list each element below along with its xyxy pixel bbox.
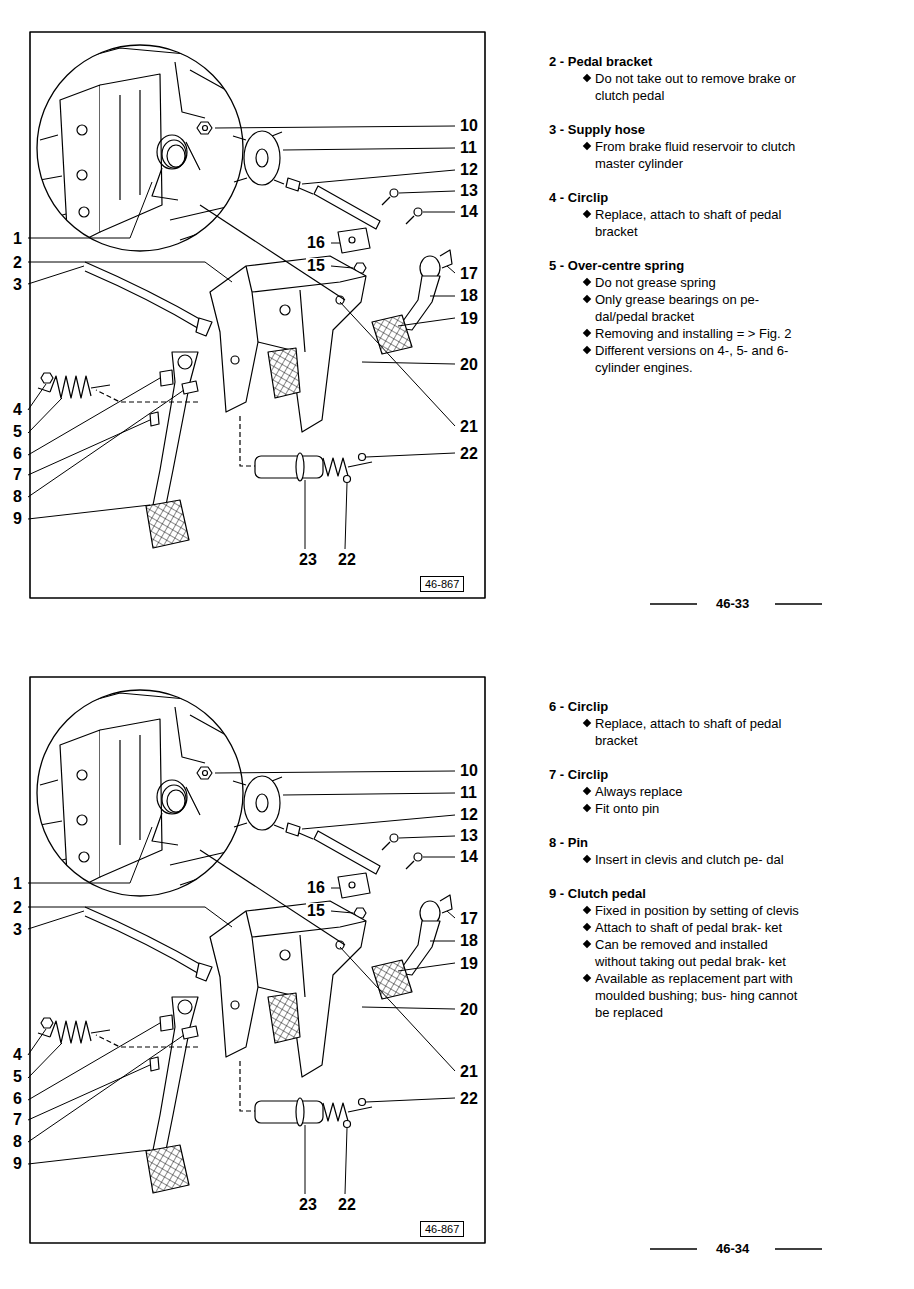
bullet-note: Fixed in position by setting of clevis <box>595 902 800 919</box>
item-heading: 5 - Over-centre spring <box>549 257 809 274</box>
callout-number: 7 <box>12 467 23 483</box>
callout-number: 1 <box>12 876 23 892</box>
callout-number: 2 <box>12 900 23 916</box>
callout-number: 13 <box>459 828 479 844</box>
callout-number: 3 <box>12 922 23 938</box>
callout-number: 1 <box>12 231 23 247</box>
callout-number: 20 <box>459 357 479 373</box>
callout-number: 11 <box>459 140 478 156</box>
callout-number: 4 <box>12 402 23 418</box>
callout-number: 22 <box>459 1091 479 1107</box>
bullet-note: Fit onto pin <box>595 800 800 817</box>
callout-number: 4 <box>12 1047 23 1063</box>
item-heading: 4 - Circlip <box>549 189 809 206</box>
callout-number: 5 <box>12 424 23 440</box>
bullet-note: Only grease bearings on pe- dal/pedal br… <box>595 291 800 325</box>
figure-two <box>28 677 485 1243</box>
item-heading: 3 - Supply hose <box>549 121 809 138</box>
callout-number: 7 <box>12 1112 23 1128</box>
callout-number: 21 <box>459 1064 479 1080</box>
bullet-note: Do not take out to remove brake or clutc… <box>595 70 800 104</box>
page-number: 46-33 <box>716 596 749 612</box>
bullet-note: Replace, attach to shaft of pedal bracke… <box>595 715 800 749</box>
callout-number: 12 <box>459 807 479 823</box>
figure-number-box: 46-867 <box>420 1221 464 1237</box>
bullet-note: From brake fluid reservoir to clutch mas… <box>595 138 800 172</box>
callout-number: 14 <box>459 204 479 220</box>
callout-number: 13 <box>459 183 479 199</box>
callout-number: 22 <box>337 552 357 568</box>
callout-number: 19 <box>459 311 479 327</box>
callout-number: 8 <box>12 489 23 505</box>
bullet-note: Removing and installing = > Fig. 2 <box>595 325 800 342</box>
callout-number: 6 <box>12 446 23 462</box>
bullet-note: Do not grease spring <box>595 274 800 291</box>
callout-number: 16 <box>306 235 326 251</box>
callout-number: 20 <box>459 1002 479 1018</box>
callout-number: 22 <box>337 1197 357 1213</box>
bullet-note: Insert in clevis and clutch pe- dal <box>595 851 800 868</box>
callout-number: 9 <box>12 1156 23 1172</box>
callout-number: 15 <box>306 258 326 274</box>
callout-number: 6 <box>12 1091 23 1107</box>
bullet-note: Always replace <box>595 783 800 800</box>
item-heading: 6 - Circlip <box>549 698 809 715</box>
callout-number: 18 <box>459 288 479 304</box>
bullet-note: Replace, attach to shaft of pedal bracke… <box>595 206 800 240</box>
callout-number: 17 <box>459 266 479 282</box>
figure-number: 46-867 <box>425 1222 459 1236</box>
callout-number: 3 <box>12 277 23 293</box>
callout-number: 18 <box>459 933 479 949</box>
callout-number: 11 <box>459 785 478 801</box>
callout-number: 10 <box>459 118 479 134</box>
callout-number: 23 <box>298 552 318 568</box>
callout-number: 14 <box>459 849 479 865</box>
bullet-note: Different versions on 4-, 5- and 6-cylin… <box>595 342 800 376</box>
figure-number: 46-867 <box>425 577 459 591</box>
callout-number: 8 <box>12 1134 23 1150</box>
page-number: 46-34 <box>716 1241 749 1257</box>
callout-number: 9 <box>12 511 23 527</box>
callout-number: 10 <box>459 763 479 779</box>
callout-number: 22 <box>459 446 479 462</box>
callout-number: 12 <box>459 162 479 178</box>
callout-number: 16 <box>306 880 326 896</box>
figure-one <box>28 32 485 598</box>
callout-number: 2 <box>12 255 23 271</box>
bullet-note: Can be removed and installed without tak… <box>595 936 800 970</box>
callout-number: 5 <box>12 1069 23 1085</box>
callout-number: 23 <box>298 1197 318 1213</box>
bullet-note: Attach to shaft of pedal brak- ket <box>595 919 800 936</box>
item-heading: 2 - Pedal bracket <box>549 53 809 70</box>
item-heading: 9 - Clutch pedal <box>549 885 809 902</box>
item-heading: 7 - Circlip <box>549 766 809 783</box>
callout-number: 21 <box>459 419 479 435</box>
callout-number: 15 <box>306 903 326 919</box>
callout-number: 17 <box>459 911 479 927</box>
item-heading: 8 - Pin <box>549 834 809 851</box>
bullet-note: Available as replacement part with mould… <box>595 970 800 1021</box>
figure-number-box: 46-867 <box>420 576 464 592</box>
callout-number: 19 <box>459 956 479 972</box>
